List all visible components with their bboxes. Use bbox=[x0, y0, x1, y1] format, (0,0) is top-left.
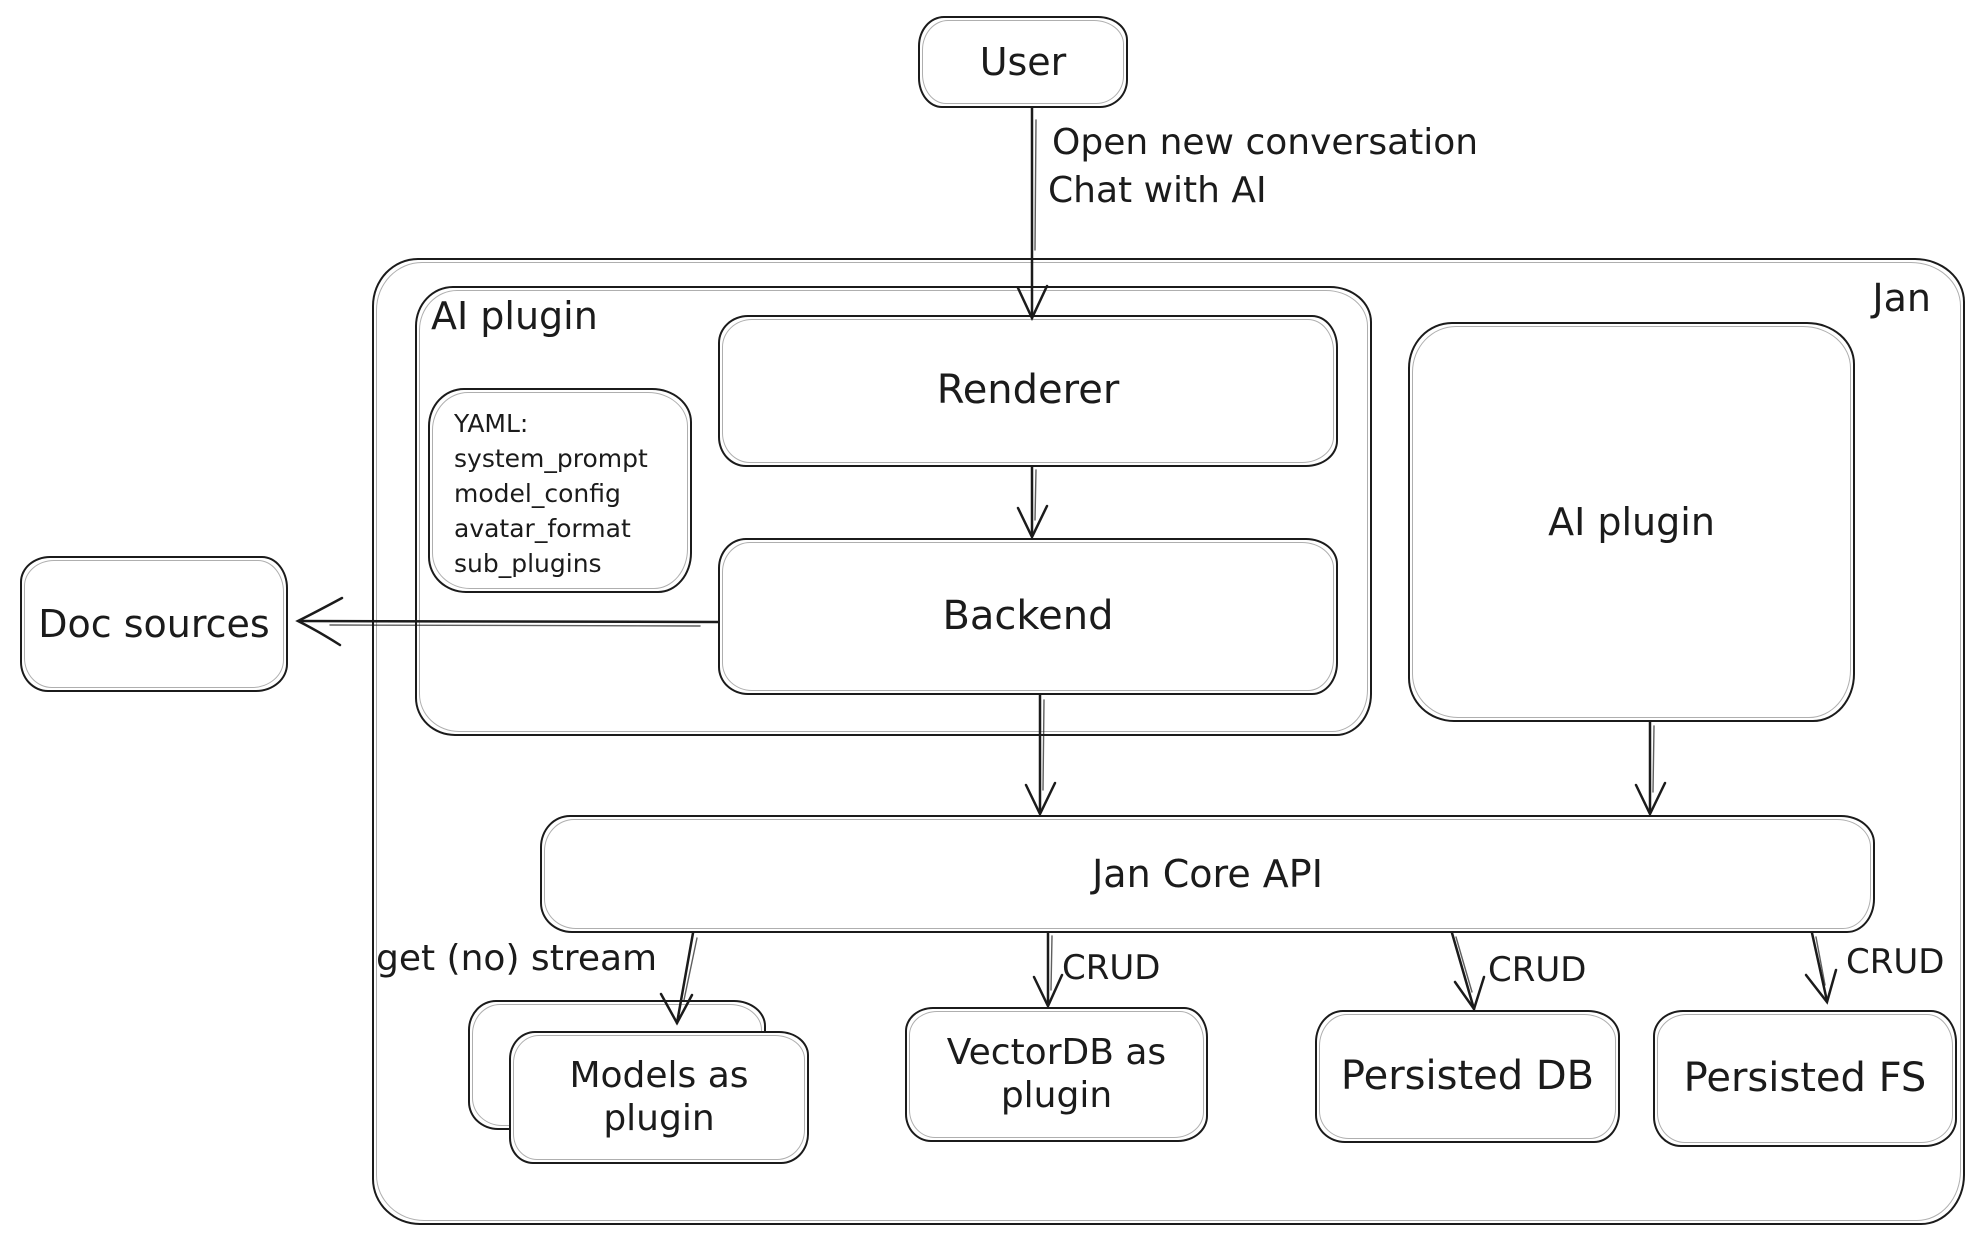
renderer-node: Renderer bbox=[718, 315, 1338, 467]
edge-label-chat-with-ai: Chat with AI bbox=[1048, 170, 1267, 211]
persisted-fs-label: Persisted FS bbox=[1683, 1054, 1927, 1101]
jan-core-api-node: Jan Core API bbox=[540, 815, 1875, 933]
edge-label-crud-persisted-db: CRUD bbox=[1488, 950, 1587, 990]
vectordb-label-line2: plugin bbox=[1000, 1074, 1113, 1116]
edge-label-crud-vectordb: CRUD bbox=[1062, 948, 1161, 988]
backend-label: Backend bbox=[942, 592, 1114, 639]
yaml-note-text: YAML: system_prompt model_config avatar_… bbox=[454, 409, 648, 578]
edge-label-open-new-conversation: Open new conversation bbox=[1052, 122, 1479, 163]
ai-plugin-left-container-label: AI plugin bbox=[431, 294, 598, 338]
user-label: User bbox=[979, 39, 1067, 84]
persisted-db-label: Persisted DB bbox=[1340, 1052, 1595, 1099]
persisted-db-node: Persisted DB bbox=[1315, 1010, 1620, 1143]
edge-label-get-no-stream: get (no) stream bbox=[376, 938, 658, 979]
doc-sources-node: Doc sources bbox=[20, 556, 288, 692]
ai-plugin-right-label: AI plugin bbox=[1548, 499, 1715, 544]
jan-core-api-label: Jan Core API bbox=[1092, 851, 1323, 896]
models-as-plugin-node: Models as plugin bbox=[509, 1031, 809, 1164]
renderer-label: Renderer bbox=[936, 367, 1120, 414]
vectordb-label-line1: VectorDB as bbox=[946, 1032, 1167, 1074]
ai-plugin-right-node: AI plugin bbox=[1408, 322, 1855, 722]
backend-node: Backend bbox=[718, 538, 1338, 695]
models-as-plugin-label-line1: Models as bbox=[569, 1055, 749, 1097]
vectordb-as-plugin-node: VectorDB as plugin bbox=[905, 1007, 1208, 1142]
persisted-fs-node: Persisted FS bbox=[1653, 1010, 1957, 1147]
doc-sources-label: Doc sources bbox=[38, 601, 270, 646]
user-node: User bbox=[918, 16, 1128, 108]
models-as-plugin-label-line2: plugin bbox=[603, 1097, 715, 1139]
yaml-note: YAML: system_prompt model_config avatar_… bbox=[428, 388, 692, 593]
edge-label-crud-persisted-fs: CRUD bbox=[1846, 942, 1945, 982]
jan-container-label: Jan bbox=[1872, 276, 1931, 320]
